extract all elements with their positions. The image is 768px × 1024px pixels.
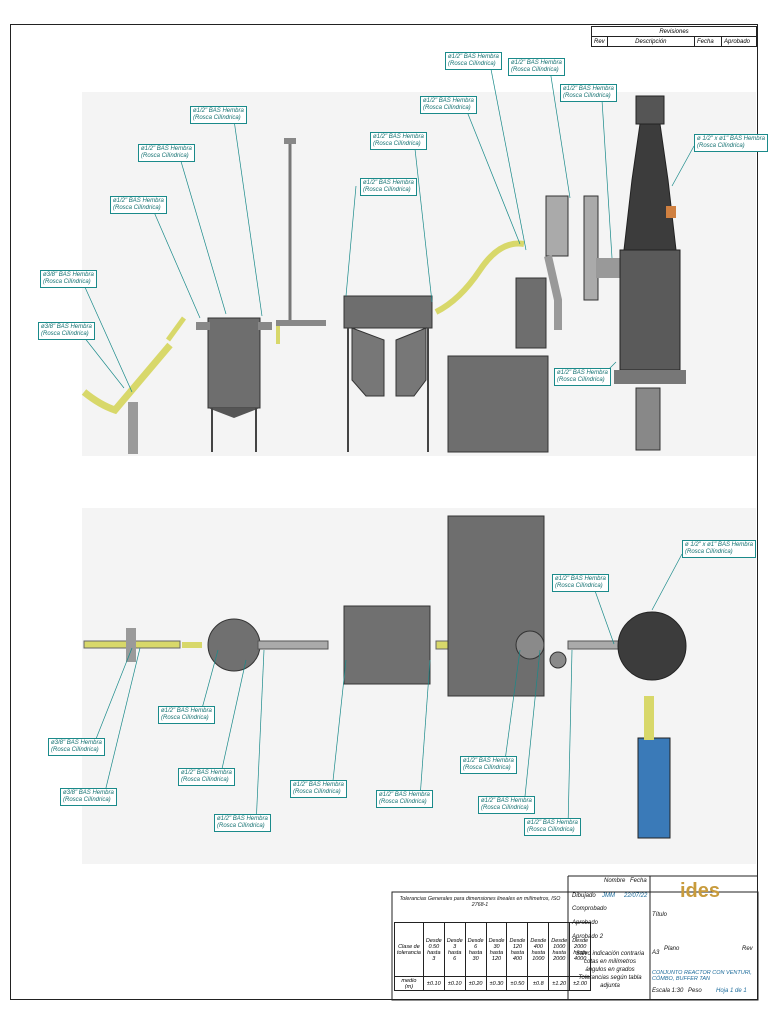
callout-d3: ø3/8" BAS Hembra(Rosca Cilíndrica) bbox=[48, 738, 105, 756]
company-logo: ides bbox=[680, 880, 721, 902]
double-hopper bbox=[343, 295, 433, 452]
plan-buffer-tank bbox=[447, 515, 545, 697]
callout-c13: ø1/2" BAS Hembra(Rosca Cilíndrica) bbox=[554, 368, 611, 386]
callout-c7: ø1/2" BAS Hembra(Rosca Cilíndrica) bbox=[370, 132, 427, 150]
signoff-row-drawn: Dibujado bbox=[572, 893, 596, 899]
signoff-drawn-name: JMM bbox=[602, 893, 615, 899]
sheet-number: Hoja 1 de 1 bbox=[716, 988, 747, 994]
rev-header-desc: Descripción bbox=[606, 36, 696, 47]
format-label: A3 bbox=[652, 950, 660, 956]
signoff-row-approved2: Aprobado 2 bbox=[572, 934, 604, 940]
callout-d4: ø3/8" BAS Hembra(Rosca Cilíndrica) bbox=[60, 788, 117, 806]
callout-d5: ø1/2" BAS Hembra(Rosca Cilíndrica) bbox=[158, 706, 215, 724]
callout-d9: ø1/2" BAS Hembra(Rosca Cilíndrica) bbox=[376, 790, 433, 808]
callout-d10: ø1/2" BAS Hembra(Rosca Cilíndrica) bbox=[460, 756, 517, 774]
tolerance-row-label: Clase de tolerancia bbox=[394, 922, 424, 977]
plan-feed-tank bbox=[207, 618, 261, 672]
callout-c10: ø1/2" BAS Hembra(Rosca Cilíndrica) bbox=[508, 58, 565, 76]
revisions-table: Revisiones Rev Descripción Fecha Aprobad… bbox=[591, 26, 757, 47]
callout-d2: ø1/2" BAS Hembra(Rosca Cilíndrica) bbox=[552, 574, 609, 592]
signoff-col-date: Fecha bbox=[630, 878, 647, 884]
callout-c6: ø1/2" BAS Hembra(Rosca Cilíndrica) bbox=[360, 178, 417, 196]
buffer-tank-block bbox=[447, 355, 549, 453]
callout-c3: ø1/2" BAS Hembra(Rosca Cilíndrica) bbox=[110, 196, 167, 214]
callout-d11: ø1/2" BAS Hembra(Rosca Cilíndrica) bbox=[478, 796, 535, 814]
callout-c2: ø3/8" BAS Hembra(Rosca Cilíndrica) bbox=[38, 322, 95, 340]
plan-vent-pipe bbox=[257, 640, 329, 650]
feed-tank bbox=[196, 317, 272, 452]
leader-lines bbox=[79, 63, 695, 829]
signoff-drawn-date: 22/07/22 bbox=[624, 893, 648, 899]
callout-c11: ø1/2" BAS Hembra(Rosca Cilíndrica) bbox=[560, 84, 617, 102]
vertical-vent-pipe bbox=[276, 138, 326, 344]
callout-d8: ø1/2" BAS Hembra(Rosca Cilíndrica) bbox=[290, 780, 347, 798]
callout-c8: ø1/2" BAS Hembra(Rosca Cilíndrica) bbox=[420, 96, 477, 114]
rev-header-approved: Aprobado bbox=[721, 36, 757, 47]
callout-c4: ø1/2" BAS Hembra(Rosca Cilíndrica) bbox=[138, 144, 195, 162]
callout-c12: ø 1/2" x ø1" BAS Hembra(Rosca Cilíndrica… bbox=[694, 134, 768, 152]
plan-reactor bbox=[617, 611, 687, 681]
signoff-row-approved: Aprobado bbox=[572, 920, 599, 926]
callout-d6: ø1/2" BAS Hembra(Rosca Cilíndrica) bbox=[178, 768, 235, 786]
plan-collection-bin bbox=[637, 737, 671, 839]
flex-hose bbox=[434, 240, 525, 315]
reactor-vessel bbox=[614, 95, 686, 451]
callout-c9: ø1/2" BAS Hembra(Rosca Cilíndrica) bbox=[445, 52, 502, 70]
weight-label: Peso bbox=[688, 988, 702, 994]
callout-c1: ø3/8" BAS Hembra(Rosca Cilíndrica) bbox=[40, 270, 97, 288]
screw-conveyor bbox=[81, 316, 187, 454]
drawing-frame bbox=[10, 24, 758, 1000]
plano-label: Plano bbox=[664, 946, 680, 952]
scale-label: Escala 1:30 bbox=[652, 988, 684, 994]
signoff-col-name: Nombre bbox=[604, 878, 626, 884]
callout-d7: ø1/2" BAS Hembra(Rosca Cilíndrica) bbox=[214, 814, 271, 832]
tolerance-class: medio (m) bbox=[394, 976, 424, 991]
tolerance-table: Clase de tolerancia Desde 0.50 hasta 3 D… bbox=[394, 922, 592, 991]
callout-d1: ø 1/2" x ø1" BAS Hembra(Rosca Cilíndrica… bbox=[682, 540, 756, 558]
plan-double-hopper bbox=[343, 605, 431, 685]
tolerance-header: Tolerancias Generales para dimensiones l… bbox=[399, 896, 561, 908]
callout-d12: ø1/2" BAS Hembra(Rosca Cilíndrica) bbox=[524, 818, 581, 836]
title-label: Título bbox=[652, 912, 668, 918]
callout-c5: ø1/2" BAS Hembra(Rosca Cilíndrica) bbox=[190, 106, 247, 124]
rev-label: Rev bbox=[742, 946, 753, 952]
cyclone-combo bbox=[515, 195, 622, 349]
drawing-title: CONJUNTO REACTOR CON VENTURI, CÓMBO, BUF… bbox=[652, 970, 752, 982]
signoff-row-checked: Comprobado bbox=[572, 906, 607, 912]
